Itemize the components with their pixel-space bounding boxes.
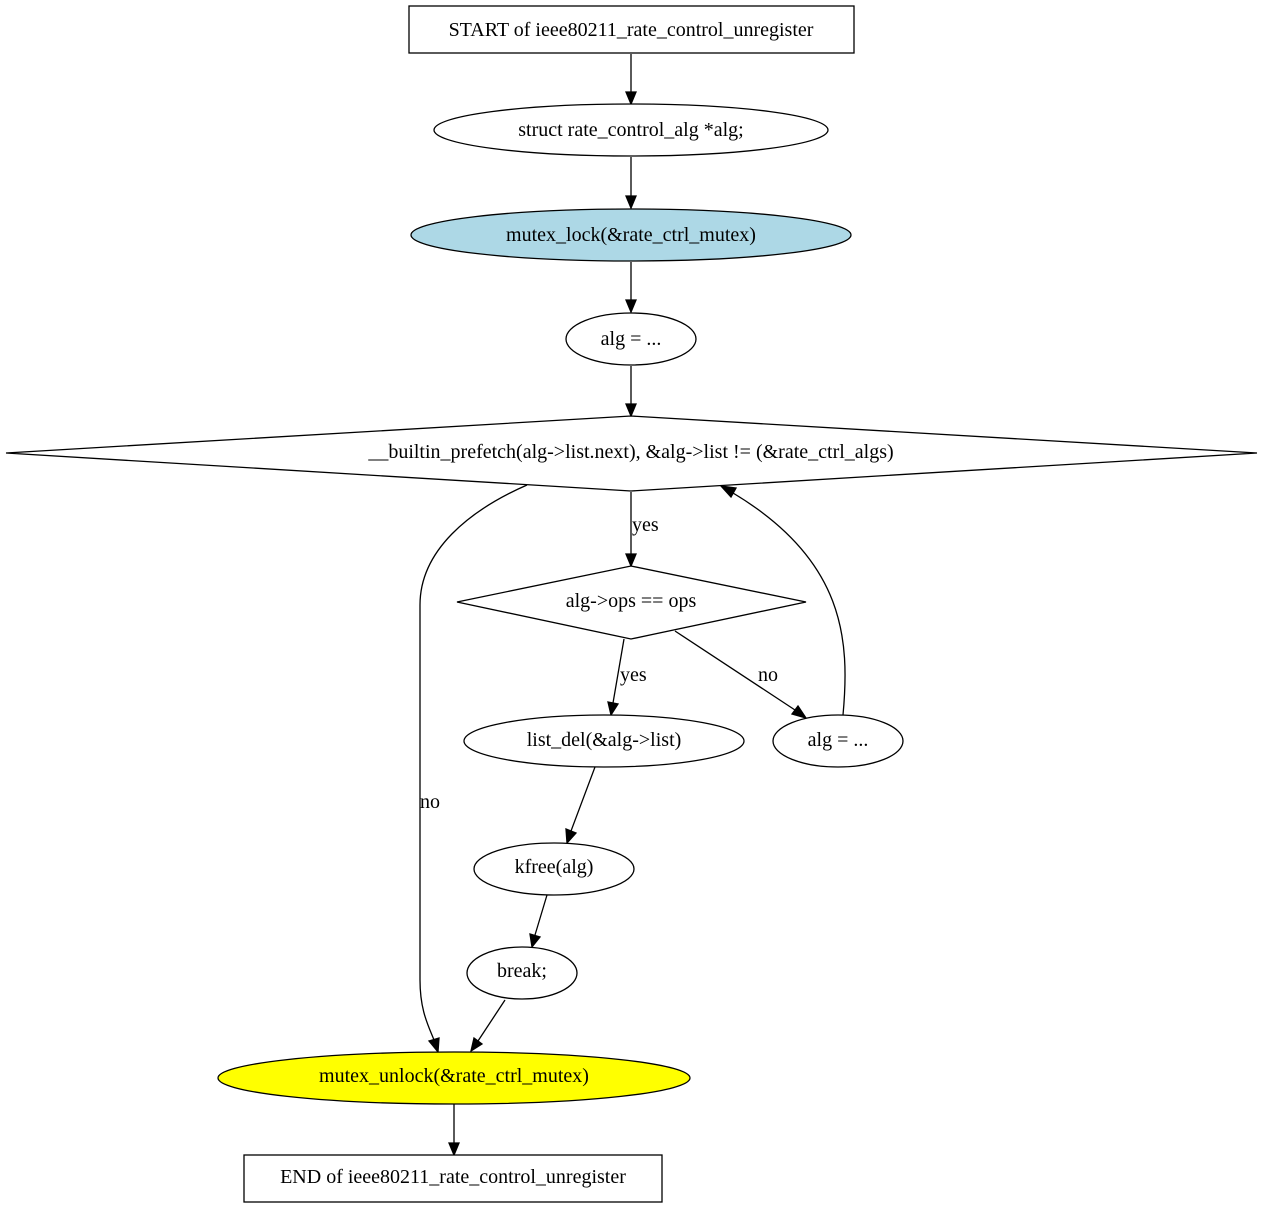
node-loop-cond-label: __builtin_prefetch(alg->list.next), &alg…	[367, 441, 893, 463]
node-start-box	[408, 5, 855, 54]
edge-loop-cond-yes: yes	[625, 492, 659, 568]
node-break-label: break;	[497, 960, 547, 982]
node-unlock-ellipse	[217, 1051, 691, 1105]
node-unlock: mutex_unlock(&rate_ctrl_mutex)	[217, 1051, 691, 1105]
node-decl: struct rate_control_alg *alg;	[433, 103, 829, 157]
node-lock-label: mutex_lock(&rate_ctrl_mutex)	[506, 224, 756, 246]
edge-label-loop-yes: yes	[632, 514, 659, 536]
node-loop-cond: __builtin_prefetch(alg->list.next), &alg…	[5, 415, 1258, 492]
node-unlock-label: mutex_unlock(&rate_ctrl_mutex)	[319, 1065, 589, 1087]
edge-break-to-unlock	[470, 999, 506, 1053]
edge-list-del-to-kfree	[565, 766, 596, 845]
node-init-label: alg = ...	[601, 328, 662, 350]
edge-start-to-decl	[625, 54, 637, 106]
node-list-del-ellipse	[463, 714, 745, 768]
edge-label-ops-yes: yes	[620, 664, 647, 686]
node-list-del-label: list_del(&alg->list)	[527, 729, 682, 751]
node-ops-cond-label: alg->ops == ops	[566, 590, 697, 612]
node-break-ellipse	[466, 946, 578, 1000]
node-list-del: list_del(&alg->list)	[463, 714, 745, 768]
node-end: END of ieee80211_rate_control_unregister	[243, 1154, 663, 1203]
node-break: break;	[466, 946, 578, 1000]
node-advance-label: alg = ...	[808, 729, 869, 751]
node-lock-ellipse	[410, 208, 852, 262]
edge-loop-cond-no: no	[419, 484, 528, 1054]
node-end-label: END of ieee80211_rate_control_unregister	[280, 1166, 626, 1188]
edge-label-loop-no: no	[420, 791, 440, 813]
edge-ops-cond-no: no	[674, 630, 808, 720]
edge-init-to-loop-cond	[625, 366, 637, 418]
node-advance: alg = ...	[772, 714, 904, 768]
node-kfree-label: kfree(alg)	[515, 856, 594, 878]
node-lock: mutex_lock(&rate_ctrl_mutex)	[410, 208, 852, 262]
node-init: alg = ...	[565, 312, 697, 366]
node-ops-cond-diamond	[456, 565, 807, 640]
node-kfree: kfree(alg)	[473, 842, 635, 896]
node-ops-cond: alg->ops == ops	[456, 565, 807, 640]
node-end-box	[243, 1154, 663, 1203]
node-start-label: START of ieee80211_rate_control_unregist…	[449, 19, 814, 41]
edge-unlock-to-end	[448, 1104, 460, 1157]
edge-decl-to-lock	[625, 157, 637, 210]
node-advance-ellipse	[772, 714, 904, 768]
node-loop-cond-diamond	[5, 415, 1258, 492]
edge-ops-cond-yes: yes	[607, 638, 647, 717]
node-decl-ellipse	[433, 103, 829, 157]
node-start: START of ieee80211_rate_control_unregist…	[408, 5, 855, 54]
edge-lock-to-init	[625, 262, 637, 314]
node-decl-label: struct rate_control_alg *alg;	[518, 119, 743, 141]
edge-advance-to-loop-cond	[719, 485, 846, 716]
node-init-ellipse	[565, 312, 697, 366]
node-kfree-ellipse	[473, 842, 635, 896]
edge-label-ops-no: no	[758, 664, 778, 686]
edge-kfree-to-break	[529, 894, 548, 949]
